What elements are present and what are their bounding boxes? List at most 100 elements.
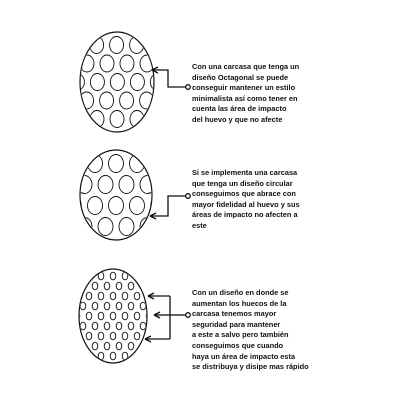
shell-hole [85, 311, 93, 321]
shell-hole [85, 331, 93, 341]
egg-dense-holes-design [78, 268, 158, 364]
shell-hole [133, 291, 141, 301]
shell-hole [80, 73, 85, 91]
shell-hole [121, 331, 129, 341]
shell-hole [109, 291, 117, 301]
shell-hole [79, 351, 81, 361]
shell-hole [99, 91, 115, 110]
egg-outline [78, 268, 148, 364]
caption-line: mayor fidelidad al huevo y sus [192, 199, 300, 209]
shell-hole [109, 331, 117, 341]
egg-circular-design [79, 149, 176, 241]
caption-line: este [192, 220, 207, 230]
caption-line: conseguir mantener un estilo [192, 83, 296, 93]
shell-hole [118, 175, 135, 194]
shell-hole [79, 321, 87, 331]
caption-octagonal: Con una carcasa que tenga un diseño Octa… [192, 62, 299, 126]
shell-hole [79, 331, 81, 341]
caption-line: Con un diseño en donde se [192, 288, 289, 297]
caption-line: que tenga un diseño circular [192, 178, 293, 188]
caption-dense: Con un diseño en donde se aumentan los h… [192, 288, 309, 373]
shell-hole [139, 175, 152, 194]
shell-hole [97, 311, 105, 321]
shell-hole [85, 351, 93, 361]
shell-hole [152, 342, 158, 350]
arrow-head [151, 66, 159, 74]
shell-hole [97, 217, 114, 236]
shell-hole [150, 154, 152, 173]
shell-hole [79, 301, 87, 311]
arrow-head [153, 311, 161, 319]
shell-hole [149, 73, 154, 91]
shell-hole [129, 196, 145, 215]
shell-hole [139, 54, 154, 73]
arrow-head [144, 335, 152, 343]
shell-hole [115, 301, 123, 311]
shell-hole [139, 301, 147, 311]
caption-line: del huevo y que no afecte [192, 114, 283, 124]
caption-line: carcasa tenemos mayor [192, 309, 277, 319]
shell-hole [127, 301, 135, 311]
shell-hole [109, 73, 125, 91]
arrow-head [149, 212, 157, 220]
shell-hole [127, 341, 135, 351]
shell-hole [103, 321, 111, 331]
shell-hole [87, 196, 103, 215]
shell-hole [103, 281, 111, 291]
shell-hole [89, 73, 105, 91]
arrow-head [147, 292, 155, 300]
connector-circular [149, 193, 191, 220]
shell-hole [121, 311, 129, 321]
shell-hole [149, 110, 154, 128]
caption-line: aumentan los huecos de la [192, 298, 287, 308]
shell-hole [145, 311, 147, 321]
shell-hole [127, 281, 135, 291]
shell-hole [139, 91, 154, 110]
caption-line: minimalista así como tener en [192, 93, 298, 103]
shell-hole [133, 331, 141, 341]
shell-hole [108, 196, 124, 215]
shell-hole [121, 291, 129, 301]
shell-hole [115, 321, 123, 331]
caption-line: conseguimos que cuando [192, 340, 284, 350]
shell-hole [152, 282, 158, 290]
egg-outline [79, 31, 155, 133]
shell-hole [80, 154, 82, 173]
shell-hole [91, 321, 99, 331]
shell-hole [79, 291, 81, 301]
shell-hole [80, 54, 95, 73]
shell-hole [80, 110, 85, 128]
caption-line: conseguimos que abrace con [192, 189, 296, 199]
caption-line: se distribuya y disipe mas rápido [192, 362, 309, 372]
shell-hole [133, 311, 141, 321]
shell-hole [119, 54, 135, 73]
shell-hole [99, 54, 115, 73]
caption-circular: Si se implementa una carcasa que tenga u… [192, 168, 300, 232]
caption-line: haya un área de impacto esta [192, 351, 296, 361]
shell-hole [91, 341, 99, 351]
shell-hole [97, 331, 105, 341]
shell-hole [152, 302, 158, 310]
shell-hole [139, 321, 147, 331]
caption-line: Si se implementa una carcasa [192, 168, 298, 177]
shell-hole [127, 321, 135, 331]
shell-hole [103, 301, 111, 311]
shell-hole [91, 281, 99, 291]
shell-hole [161, 218, 176, 236]
shell-hole [115, 281, 123, 291]
shell-hole [119, 91, 135, 110]
shell-hole [133, 351, 141, 361]
egg-outline [79, 149, 153, 241]
connector-dot [185, 193, 191, 199]
shell-hole [118, 217, 135, 236]
caption-line: diseño Octagonal se puede [192, 72, 289, 82]
caption-line: a este a salvo pero también [192, 330, 289, 340]
shell-hole [80, 196, 82, 215]
shell-hole [103, 341, 111, 351]
shell-hole [115, 341, 123, 351]
shell-hole [97, 291, 105, 301]
connector-dot [185, 312, 191, 318]
shell-hole [129, 73, 145, 91]
egg-octagonal-design [79, 31, 155, 133]
